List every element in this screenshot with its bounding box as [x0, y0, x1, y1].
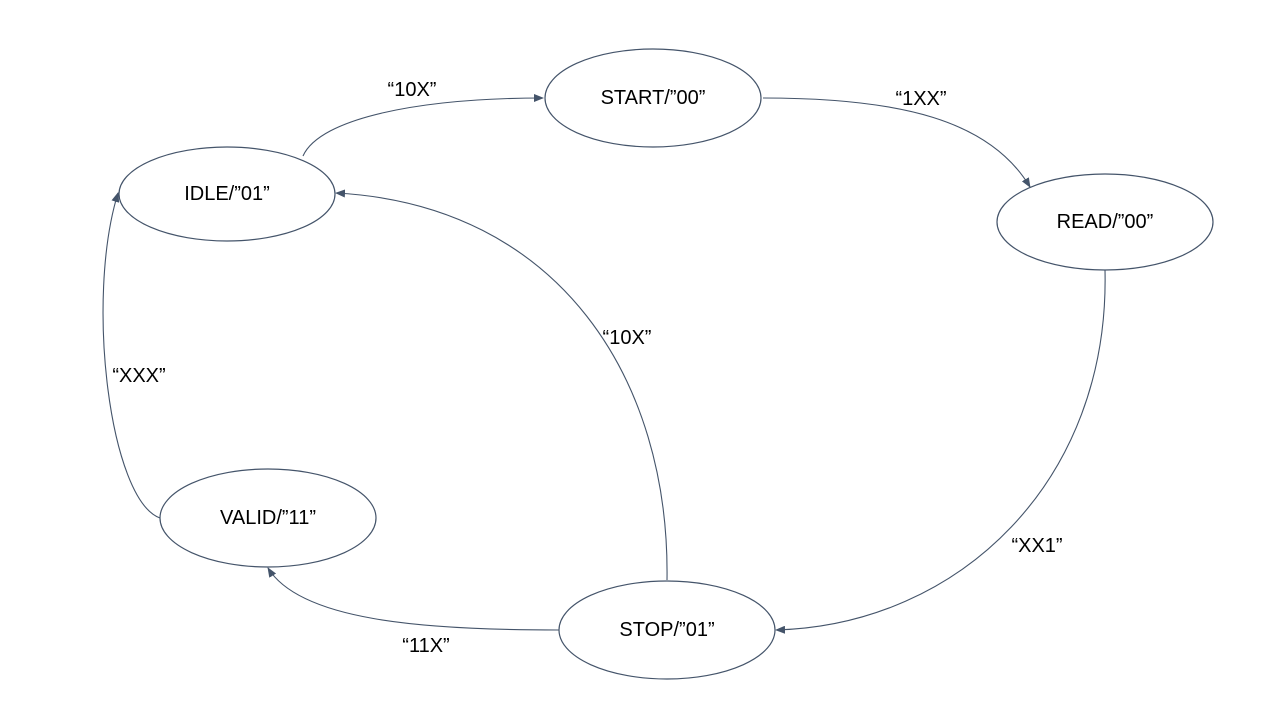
state-stop[interactable]: STOP/”01”: [558, 580, 776, 680]
transitions: [102, 94, 1106, 634]
state-valid-label: VALID/”11”: [220, 507, 316, 529]
transition-read-to-stop-label: “XX1”: [1011, 535, 1062, 557]
transition-idle-to-start-label: “10X”: [388, 79, 437, 101]
transition-stop-to-idle-arrow: [335, 189, 668, 581]
state-idle-label: IDLE/”01”: [184, 183, 270, 205]
state-stop-label: STOP/”01”: [619, 619, 714, 641]
state-idle-ellipse: [118, 146, 336, 242]
transition-start-to-read-arrow: [762, 97, 1031, 188]
state-idle[interactable]: IDLE/”01”: [118, 146, 336, 242]
state-read-label: READ/”00”: [1057, 211, 1154, 233]
states: IDLE/”01” START/”00” READ/”00” STOP/”01”…: [118, 48, 1214, 680]
transition-valid-to-idle-label: “XXX”: [112, 365, 165, 387]
transition-start-to-read-label: “1XX”: [895, 88, 946, 110]
state-start-label: START/”00”: [601, 87, 706, 109]
state-valid[interactable]: VALID/”11”: [159, 468, 377, 568]
transition-stop-to-idle-label: “10X”: [603, 327, 652, 349]
state-read-ellipse: [996, 173, 1214, 271]
state-start-ellipse: [544, 48, 762, 148]
transition-labels: “10X” “1XX” “XX1” “10X” “11X” “XXX”: [112, 79, 1062, 657]
transition-stop-to-valid-label: “11X”: [402, 635, 449, 657]
state-start[interactable]: START/”00”: [544, 48, 762, 148]
state-read[interactable]: READ/”00”: [996, 173, 1214, 271]
transition-stop-to-valid-arrow: [267, 567, 560, 631]
state-stop-ellipse: [558, 580, 776, 680]
state-valid-ellipse: [159, 468, 377, 568]
transition-idle-to-start-arrow: [302, 94, 544, 157]
transition-read-to-stop-arrow: [775, 269, 1106, 634]
transition-valid-to-idle-arrow: [102, 192, 161, 519]
